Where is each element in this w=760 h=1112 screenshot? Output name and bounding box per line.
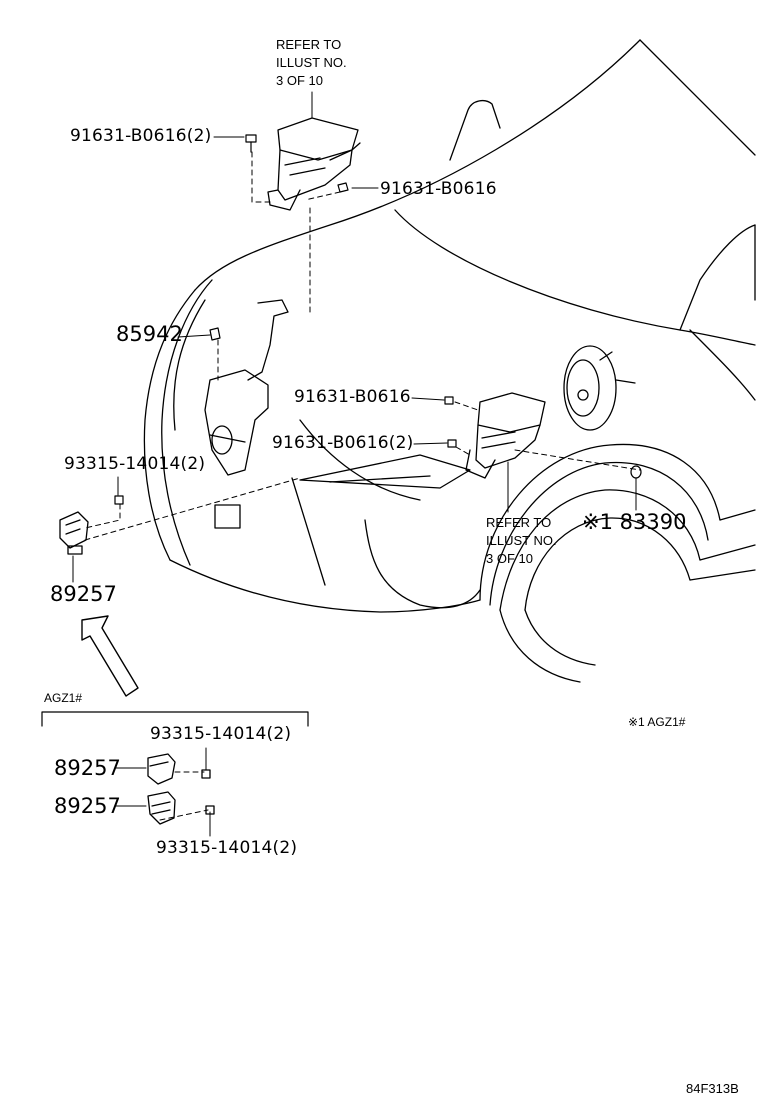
fasteners — [114, 134, 642, 505]
part-number-93315-14014-2-inset-bottom[interactable]: 93315-14014(2) — [156, 838, 298, 858]
part-number-91631-b0616-2-mid[interactable]: 91631-B0616(2) — [272, 433, 414, 453]
ecu-bracket-top — [267, 117, 361, 211]
part-number-93315-14014-2-inset-top[interactable]: 93315-14014(2) — [150, 724, 292, 744]
vehicle-body-outline — [143, 39, 756, 683]
arrow-up-right-icon — [81, 615, 139, 697]
part-number-91631-b0616-mid[interactable]: 91631-B0616 — [294, 387, 411, 407]
variant-label-agz1: AGZ1# — [44, 691, 83, 705]
part-number-89257-inset-bottom[interactable]: 89257 — [54, 794, 121, 818]
part-number-93315-14014-2-main[interactable]: 93315-14014(2) — [64, 454, 206, 474]
crash-sensor-main — [59, 511, 89, 555]
part-number-91631-b0616-top[interactable]: 91631-B0616 — [380, 179, 497, 199]
dashed-lines — [84, 151, 641, 821]
refer-note-top: REFER TO ILLUST NO. 3 OF 10 — [276, 37, 347, 88]
diagram-code: 84F313B — [686, 1081, 739, 1096]
leader-lines — [72, 91, 637, 837]
refer-note-mid: REFER TO ILLUST NO. 3 OF 10 — [486, 515, 557, 566]
inset-sensors — [147, 753, 215, 825]
part-number-89257-inset-top[interactable]: 89257 — [54, 756, 121, 780]
part-number-85942[interactable]: 85942 — [116, 322, 183, 346]
module-mid — [465, 392, 546, 479]
part-number-83390[interactable]: ※1 83390 — [582, 510, 687, 534]
inset-bracket — [41, 711, 309, 727]
part-number-89257-main[interactable]: 89257 — [50, 582, 117, 606]
footnote-agz1: ※1 AGZ1# — [628, 715, 686, 729]
part-number-91631-b0616-2-top[interactable]: 91631-B0616(2) — [70, 126, 212, 146]
